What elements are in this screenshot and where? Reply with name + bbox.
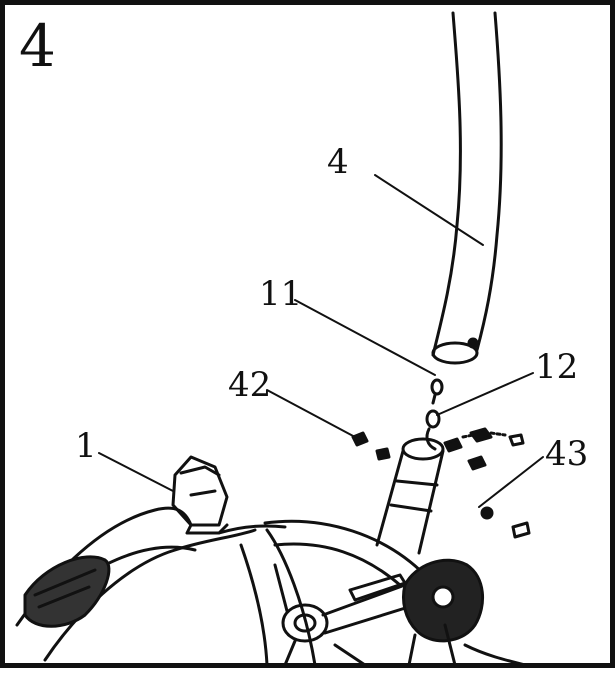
step-number: 4 xyxy=(19,12,56,80)
handlebar-post xyxy=(431,11,503,365)
flywheel xyxy=(263,519,427,667)
callout-bolt: 42 xyxy=(228,365,272,405)
pin-part xyxy=(430,378,444,405)
callout-handlebar-post: 4 xyxy=(327,142,349,182)
bolts-right xyxy=(443,427,531,539)
diagram-drawing xyxy=(15,11,544,667)
callout-frame: 1 xyxy=(75,426,97,466)
callout-pin: 11 xyxy=(259,274,303,314)
leader-lines xyxy=(98,174,544,508)
bolts-left xyxy=(351,431,391,461)
callout-clip: 12 xyxy=(535,347,579,387)
pedal-left xyxy=(23,555,111,628)
pedal-crank xyxy=(402,558,527,667)
callout-washer: 43 xyxy=(545,434,589,474)
frame-socket xyxy=(375,437,445,555)
